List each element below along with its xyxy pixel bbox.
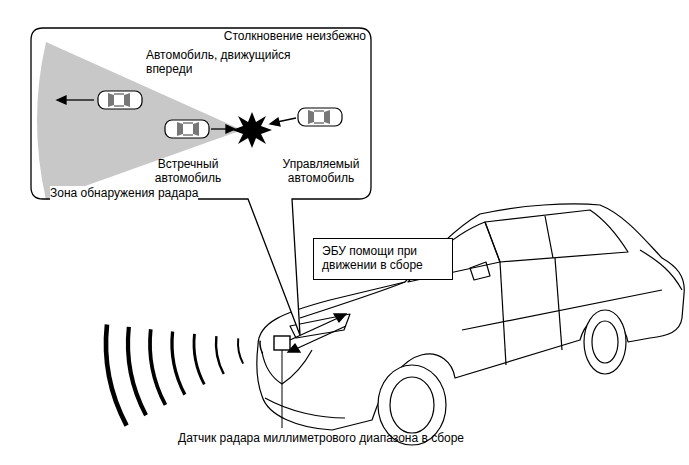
radar-wave bbox=[194, 334, 204, 385]
radar-wave bbox=[172, 332, 185, 395]
radar-wave bbox=[238, 338, 243, 363]
car-illustration bbox=[257, 204, 684, 445]
callout-title: Столкновение неизбежно bbox=[224, 29, 366, 43]
radar-wave bbox=[260, 341, 263, 354]
vehicle-label: Управляемый автомобиль bbox=[272, 157, 370, 186]
radar-wave bbox=[216, 336, 224, 374]
zone-label: Зона обнаружения радара bbox=[50, 186, 198, 200]
radar-wave bbox=[150, 329, 165, 405]
vehicle-icon bbox=[165, 120, 209, 138]
vehicle-icon bbox=[298, 108, 342, 126]
radar-wave bbox=[106, 325, 127, 426]
ecu-box: ЭБУ помощи при движении в сборе bbox=[313, 238, 453, 280]
vehicle-icon bbox=[98, 91, 142, 109]
vehicles bbox=[98, 91, 342, 138]
radar-sensor bbox=[274, 336, 290, 350]
radar-zone bbox=[37, 42, 242, 200]
part-label: Датчик радара миллиметрового диапазона в… bbox=[178, 431, 578, 445]
box-label: ЭБУ помощи при движении в сборе bbox=[322, 244, 444, 273]
collision-star bbox=[232, 112, 272, 148]
radar-wave bbox=[128, 327, 146, 415]
vehicle-label: Автомобиль, движущийся впереди bbox=[146, 48, 311, 77]
leader-line bbox=[282, 350, 283, 428]
radar-waves bbox=[106, 325, 263, 426]
vehicle-label: Встречный автомобиль bbox=[147, 157, 229, 186]
